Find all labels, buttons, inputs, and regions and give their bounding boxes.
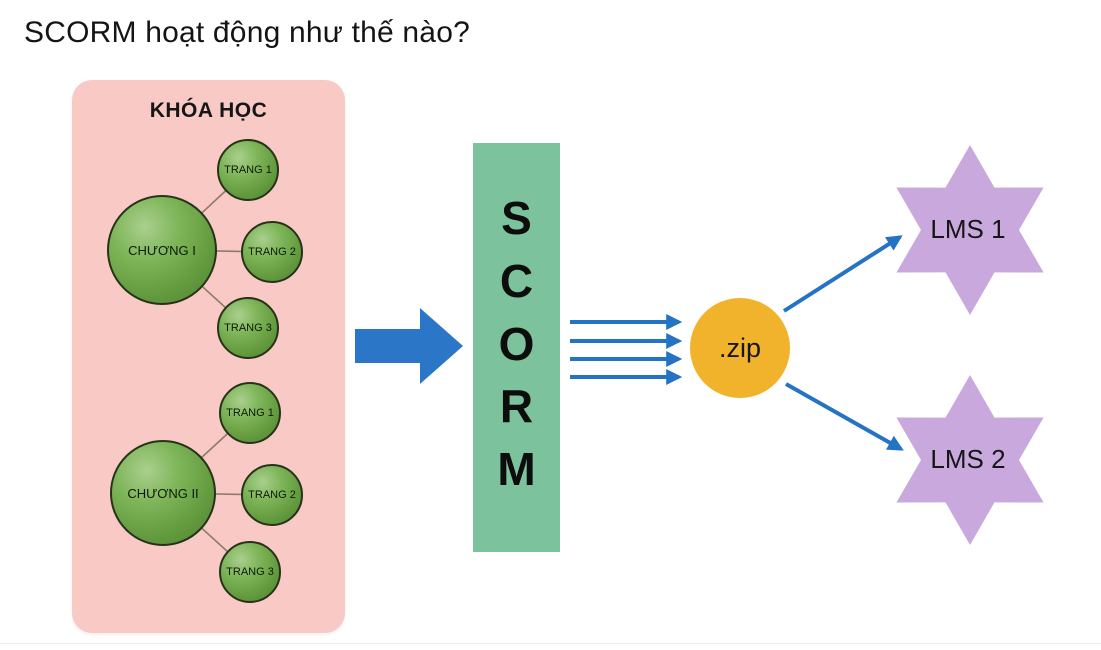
- bottom-divider: [0, 643, 1101, 644]
- packaging-arrows-icon: [570, 314, 683, 385]
- chapter-2-node: CHƯƠNG II: [110, 440, 216, 546]
- chapter-2-page-3-node: TRANG 3: [219, 541, 281, 603]
- scorm-letter: C: [499, 254, 534, 307]
- chapter-label: CHƯƠNG I: [128, 242, 196, 258]
- course-panel-title: KHÓA HỌC: [149, 99, 268, 122]
- course-panel: [72, 80, 345, 633]
- scorm-letter: S: [501, 192, 532, 244]
- deploy-arrow-lms2-icon: [785, 382, 904, 451]
- scorm-letter: M: [497, 443, 536, 495]
- chapter-1-page-3-node: TRANG 3: [217, 297, 279, 359]
- page-label: TRANG 3: [224, 322, 272, 334]
- page-label: TRANG 1: [226, 407, 274, 419]
- page-label: TRANG 1: [224, 164, 272, 176]
- scorm-letter: O: [498, 317, 535, 370]
- flow-arrow-icon: [355, 308, 463, 384]
- zip-circle: .zip: [690, 298, 790, 398]
- lms1-label: LMS 1: [930, 214, 1006, 244]
- lms2-label: LMS 2: [930, 444, 1006, 474]
- page-label: TRANG 2: [248, 489, 296, 501]
- page-label: TRANG 3: [226, 566, 274, 578]
- chapter-2-page-1-node: TRANG 1: [219, 382, 281, 444]
- chapter-1-page-1-node: TRANG 1: [217, 139, 279, 201]
- chapter-2-page-2-node: TRANG 2: [241, 464, 303, 526]
- slide-title: SCORM hoạt động như thế nào?: [24, 16, 470, 49]
- chapter-label: CHƯƠNG II: [127, 485, 199, 501]
- page-label: TRANG 2: [248, 246, 296, 258]
- zip-label: .zip: [718, 332, 762, 363]
- scorm-bar: S C O R M: [473, 143, 560, 552]
- scorm-letter: R: [499, 380, 534, 433]
- chapter-1-page-2-node: TRANG 2: [241, 221, 303, 283]
- deploy-arrow-lms1-icon: [782, 235, 903, 313]
- chapter-1-node: CHƯƠNG I: [107, 195, 217, 305]
